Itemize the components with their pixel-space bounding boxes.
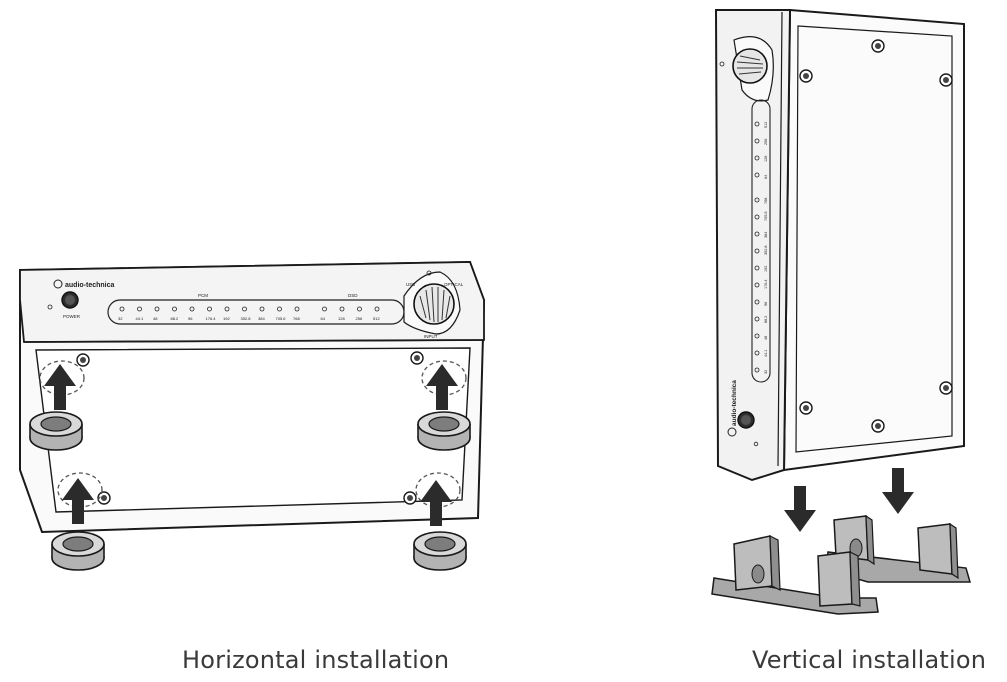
screw-icon — [403, 491, 417, 505]
screw-icon — [939, 73, 953, 87]
rate-led — [277, 306, 282, 312]
caption-horizontal: Horizontal installation — [182, 646, 450, 674]
rate-label: 96 — [764, 302, 768, 306]
rubber-foot — [29, 411, 83, 451]
rate-label: 512 — [373, 316, 380, 321]
rate-led — [259, 306, 265, 312]
rate-led — [154, 306, 160, 312]
rate-led — [754, 248, 760, 254]
rate-led — [172, 306, 177, 312]
brand-text: audio-technica — [731, 380, 738, 426]
led-column: 32 44.1 48 88.2 96 176.4 192 352.8 384 705.6 768 64… — [754, 121, 768, 374]
screw-icon — [871, 39, 885, 53]
bottom-plate — [35, 347, 471, 513]
rate-led — [754, 299, 760, 305]
led-row: 32 44.1 48 88.2 96 176.4 192 352.8 384 705.6 768 64… — [118, 306, 380, 321]
rate-label: 128 — [338, 316, 345, 321]
rate-led — [119, 306, 125, 312]
rate-label: 32 — [764, 370, 768, 374]
power-led — [47, 304, 53, 310]
rate-label: 48 — [764, 336, 768, 340]
rate-label: 384 — [764, 232, 768, 238]
rate-led — [754, 197, 760, 203]
rate-label: 64 — [321, 316, 326, 321]
rate-label: 88.2 — [764, 316, 768, 323]
rate-led — [754, 282, 760, 288]
rate-label: 512 — [764, 122, 768, 128]
rate-led — [754, 333, 760, 339]
rate-label: 176.4 — [206, 316, 217, 321]
vertical-stand-front — [711, 535, 879, 615]
rate-led — [189, 306, 195, 312]
screw-icon — [939, 381, 953, 395]
rate-label: 768 — [293, 316, 300, 321]
rate-led — [754, 367, 760, 373]
rate-led — [754, 138, 760, 144]
rate-led — [754, 214, 760, 220]
rubber-foot — [413, 531, 467, 571]
horizontal-unit: audio-technica POWER PCM DSD 32 44.1 48 88.… — [19, 260, 486, 571]
rate-label: 256 — [764, 139, 768, 145]
rate-led — [224, 306, 230, 312]
rate-led — [754, 231, 760, 237]
vertical-front-panel — [714, 9, 792, 482]
rate-label: 64 — [764, 175, 768, 179]
vertical-unit: 32 44.1 48 88.2 96 176.4 192 352.8 384 705.6 768 64… — [711, 8, 971, 615]
screw-icon — [799, 401, 813, 415]
rate-led — [374, 306, 380, 312]
power-label: POWER — [63, 314, 81, 319]
caption-vertical: Vertical installation — [752, 646, 987, 674]
screw-icon — [76, 353, 90, 367]
rate-led — [754, 350, 760, 356]
input-label: INPUT — [424, 334, 438, 339]
rate-label: 96 — [188, 316, 193, 321]
rate-led — [357, 306, 362, 312]
rate-label: 705.6 — [276, 316, 287, 321]
rate-label: 352.8 — [241, 316, 252, 321]
rate-label: 128 — [764, 156, 768, 162]
brand-text: audio-technica — [65, 282, 115, 289]
rate-label: 705.6 — [764, 211, 768, 221]
rate-led — [294, 306, 300, 312]
rate-label: 32 — [118, 316, 123, 321]
input-knob — [732, 48, 768, 84]
rate-label: 88.2 — [171, 316, 180, 321]
rate-led — [242, 306, 247, 312]
rate-label: 192 — [223, 316, 230, 321]
arrow-down-icon — [882, 468, 914, 514]
rate-label: 384 — [258, 316, 265, 321]
rate-label: 176.4 — [764, 279, 768, 289]
screw-icon — [799, 69, 813, 83]
rate-led — [754, 121, 760, 127]
dsd-label: DSD — [348, 293, 358, 298]
pcm-label: PCM — [198, 293, 208, 298]
rate-led — [207, 306, 212, 312]
rubber-foot — [51, 531, 105, 571]
rate-led — [137, 306, 142, 312]
rate-label: 192 — [764, 266, 768, 272]
vertical-stand-rear — [825, 514, 971, 583]
rate-label: 44.1 — [764, 350, 768, 357]
rate-led — [754, 316, 760, 322]
rate-label: 48 — [153, 316, 158, 321]
rate-label: 44.1 — [136, 316, 145, 321]
optical-label: OPTICAL — [444, 282, 464, 287]
rate-led — [322, 306, 327, 312]
usb-label: USB — [406, 282, 415, 287]
rubber-foot — [417, 411, 471, 451]
screw-icon — [871, 419, 885, 433]
rate-label: 768 — [764, 198, 768, 204]
rate-label: 352.8 — [764, 245, 768, 255]
indicator-strip — [751, 99, 771, 383]
rate-label: 256 — [356, 316, 363, 321]
brand-logo-icon — [727, 427, 737, 437]
rate-led — [754, 172, 760, 178]
rate-led — [754, 265, 760, 271]
screw-icon — [410, 351, 424, 365]
rate-led — [754, 155, 760, 161]
rate-led — [339, 306, 345, 312]
brand-logo-icon — [53, 279, 63, 289]
arrow-down-icon — [784, 486, 816, 532]
